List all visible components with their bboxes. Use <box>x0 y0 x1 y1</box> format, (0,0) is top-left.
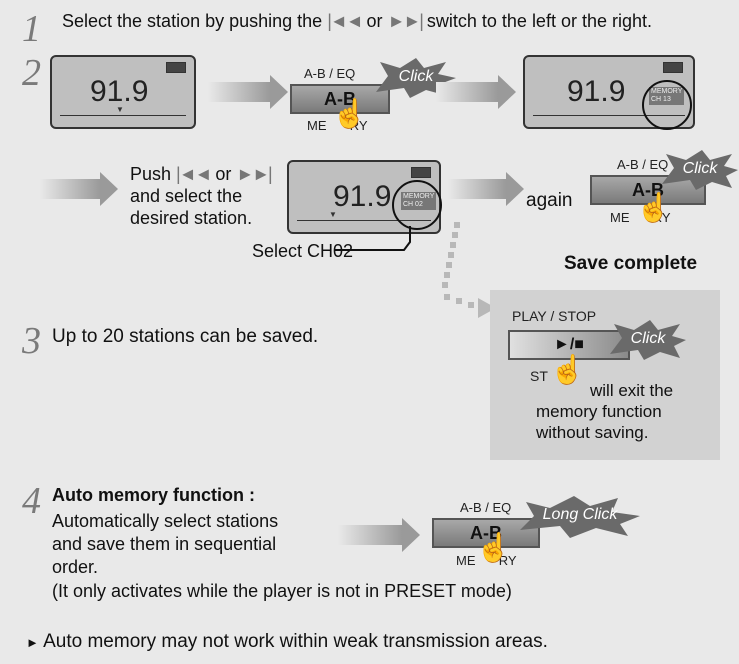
ab-button[interactable]: A-B <box>290 84 390 114</box>
step-4-line2: and save them in sequential <box>52 534 277 554</box>
starburst-icon <box>662 150 738 190</box>
push-text-line2: and select the <box>130 186 243 206</box>
starburst-icon <box>520 496 640 538</box>
save-complete-label: Save complete <box>564 253 698 274</box>
arrow-right-icon <box>40 172 118 206</box>
push-text-line3: desired station. <box>130 208 253 228</box>
ab-eq-label: A-B / EQ <box>617 157 669 172</box>
dotted-arrow-icon <box>442 222 496 318</box>
step-3-number: 3 <box>22 320 41 362</box>
push-text-line1: Push |◄◄ or ►►| <box>130 163 273 185</box>
ab-button[interactable]: A-B <box>432 518 540 548</box>
highlight-circle <box>642 80 692 130</box>
step-4-line3: order. <box>52 557 99 577</box>
stop-text-line2: memory function <box>536 402 662 421</box>
frequency-readout: 91.9 <box>90 75 149 108</box>
click-label: Click <box>398 68 434 85</box>
step-2-number: 2 <box>22 52 41 94</box>
arrow-right-icon <box>436 75 516 109</box>
long-click-label: Long Click <box>542 506 618 523</box>
step-1-text: Select the station by pushing the |◄◄ or… <box>62 10 652 32</box>
highlight-circle <box>392 180 442 230</box>
click-burst: Click <box>610 320 686 360</box>
footnote-text: Auto memory may not work within weak tra… <box>43 631 548 652</box>
step-4-title: Auto memory function : <box>52 485 255 505</box>
tuning-scale <box>533 115 685 116</box>
prev-icon: |◄◄ <box>327 11 363 31</box>
tuning-scale <box>297 220 431 221</box>
stop-info-panel: PLAY / STOP ►/■ Click ST P ☝ will exit t… <box>490 290 720 460</box>
step-4-line1: Automatically select stations <box>52 511 279 531</box>
battery-icon <box>411 167 431 178</box>
stop-text-line1: will exit the <box>590 381 674 400</box>
arrow-right-icon <box>338 518 420 552</box>
arrow-right-icon <box>208 75 288 109</box>
scale-marker-icon: ▼ <box>116 105 124 114</box>
ab-eq-label: A-B / EQ <box>460 500 512 515</box>
memory-label-start: ME <box>307 118 327 133</box>
again-label: again <box>526 190 573 211</box>
step-4-number: 4 <box>22 480 41 522</box>
stop-label-end: P <box>565 368 575 384</box>
step-1-number: 1 <box>22 8 41 50</box>
memory-label: ME RY <box>610 210 671 225</box>
play-stop-button[interactable]: ►/■ <box>508 330 630 360</box>
scale-marker-icon: ▼ <box>329 210 337 219</box>
callout-line <box>334 226 411 251</box>
fm-display-1: 91.9 ▼ <box>50 55 196 129</box>
play-stop-label: PLAY / STOP <box>512 308 597 324</box>
step-1-text-b: switch to the left or the right. <box>426 11 652 31</box>
memory-label-end: RY <box>498 553 517 568</box>
pointing-hand-icon: ☝ <box>332 98 367 129</box>
click-label: Click <box>682 160 718 177</box>
ab-eq-label: A-B / EQ <box>304 66 356 81</box>
select-ch-label: Select CH02 <box>252 241 354 261</box>
step-1-text-a: Select the station by pushing the <box>62 11 323 31</box>
battery-icon <box>663 62 683 73</box>
frequency-readout: 91.9 <box>567 75 626 108</box>
tuning-scale <box>60 115 186 116</box>
next-icon: ►►| <box>236 164 272 184</box>
frequency-readout: 91.9 <box>333 180 392 213</box>
pointing-hand-icon: ☝ <box>550 354 585 385</box>
stop-text-line3: without saving. <box>536 423 649 442</box>
step-1-or: or <box>366 11 383 31</box>
stop-label: ST P <box>530 368 575 384</box>
push-or: or <box>215 164 232 184</box>
pointing-hand-icon: ☝ <box>636 192 671 223</box>
memory-label-end: RY <box>349 118 368 133</box>
click-label: Click <box>630 330 666 347</box>
battery-icon <box>166 62 186 73</box>
click-burst: Click <box>662 150 738 190</box>
memory-label-end: RY <box>652 210 671 225</box>
arrow-right-icon <box>448 172 524 206</box>
memory-label: ME RY <box>307 118 368 133</box>
starburst-icon <box>610 320 686 360</box>
memory-label-start: ME <box>456 553 476 568</box>
prev-icon: |◄◄ <box>176 164 212 184</box>
step-4-note: (It only activates while the player is n… <box>52 581 512 601</box>
next-icon: ►►| <box>387 11 424 31</box>
memory-label: ME RY <box>456 553 517 568</box>
step-3-text: Up to 20 stations can be saved. <box>52 326 319 347</box>
push-word: Push <box>130 164 172 184</box>
footnote: ► Auto memory may not work within weak t… <box>26 631 548 654</box>
long-click-burst: Long Click <box>520 494 640 538</box>
bullet-arrow-icon: ► <box>26 635 39 650</box>
pointing-hand-icon: ☝ <box>476 532 511 563</box>
stop-label-start: ST <box>530 368 548 384</box>
memory-label-start: ME <box>610 210 630 225</box>
